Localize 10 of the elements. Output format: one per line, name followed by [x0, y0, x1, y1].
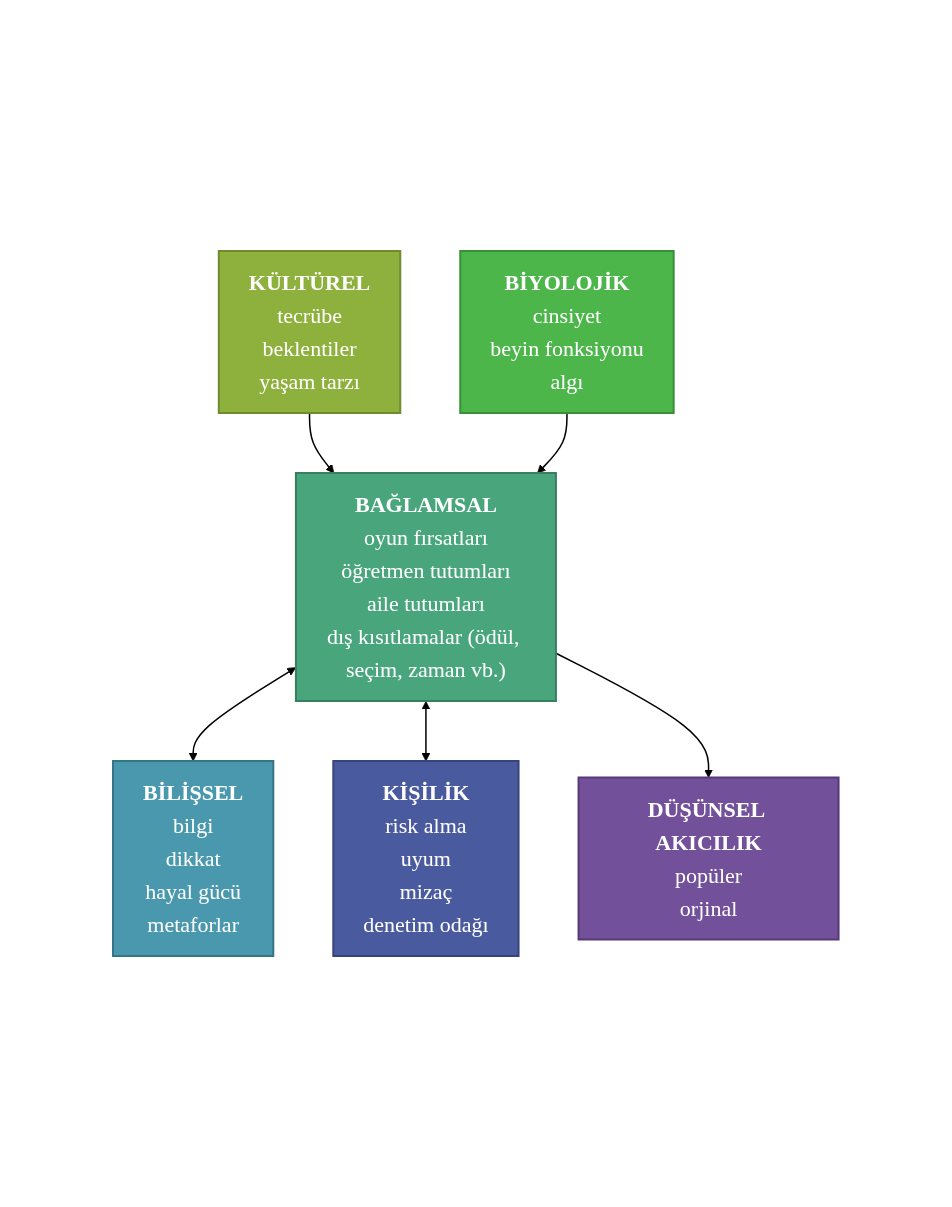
node-box: BİLİŞSEL bilgi dikkat hayal gücü metaforlar [112, 760, 275, 957]
arrow [309, 412, 335, 474]
node-box: DÜŞÜNSEL AKICILIK popüler orjinal [577, 776, 840, 941]
arrow [421, 701, 431, 762]
node-box: KİŞİLİK risk alma uyum mizaç denetim odağı [332, 760, 520, 957]
node-box: BAĞLAMSAL oyun fırsatları öğretmen tutumları aile tutumları dış kısıtlamalar (ödül, seçim, zaman vb.) [295, 472, 558, 702]
arrow [537, 412, 568, 474]
arrow [188, 667, 297, 762]
node-box: BİYOLOJİK cinsiyet beyin fonksiyonu algı [459, 250, 675, 414]
node-box: KÜLTÜREL tecrübe beklentiler yaşam tarzı [218, 250, 402, 414]
